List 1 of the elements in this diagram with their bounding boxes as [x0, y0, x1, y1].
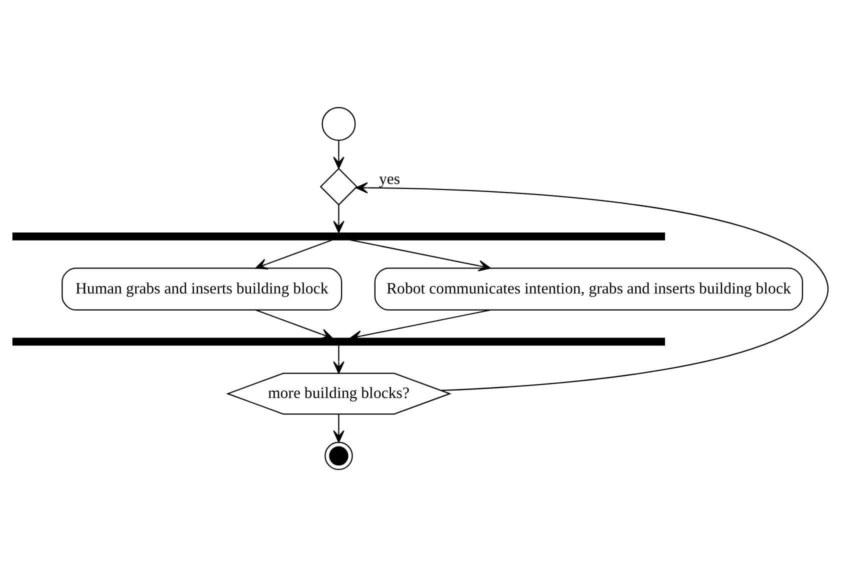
- edge-label: yes: [378, 170, 400, 188]
